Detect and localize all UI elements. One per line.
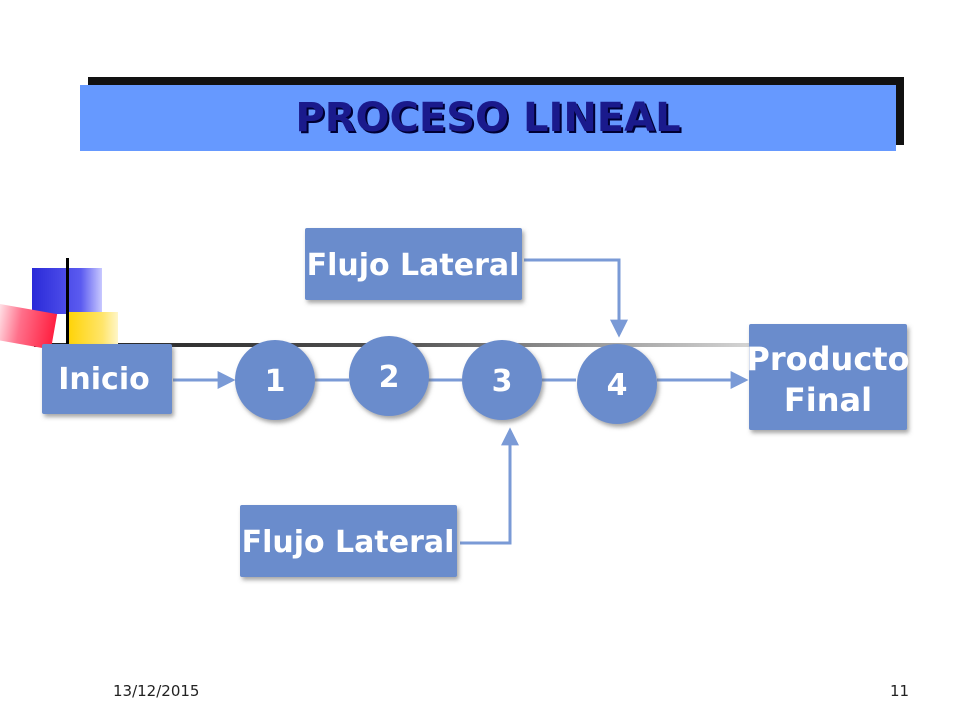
node-step-4-label: 4: [607, 368, 628, 403]
node-lateral-top-label: Flujo Lateral: [307, 248, 520, 283]
node-step-1: 1: [235, 340, 315, 420]
node-step-2: 2: [349, 336, 429, 416]
node-producto-final: Producto Final: [746, 324, 910, 430]
node-producto-line2: Final: [784, 381, 872, 419]
title-banner: PROCESO LINEAL: [80, 85, 896, 151]
node-producto-line1: Producto: [746, 340, 909, 378]
node-inicio-label: Inicio: [58, 362, 149, 397]
connector-lateral-top: [524, 258, 628, 338]
node-lateral-bottom: Flujo Lateral: [240, 505, 457, 577]
node-step-3: 3: [462, 340, 542, 420]
node-step-3-label: 3: [492, 364, 513, 399]
connectors: [173, 258, 749, 545]
node-step-1-label: 1: [265, 364, 286, 399]
node-lateral-bottom-label: Flujo Lateral: [242, 525, 455, 560]
footer-date: 13/12/2015: [113, 682, 200, 700]
page-number: 11: [890, 682, 910, 700]
node-lateral-top: Flujo Lateral: [305, 228, 522, 300]
connector-lateral-bottom: [460, 427, 519, 545]
node-inicio: Inicio: [42, 344, 172, 414]
page-title: PROCESO LINEAL: [295, 95, 681, 141]
node-step-4: 4: [577, 344, 657, 424]
node-step-2-label: 2: [379, 360, 400, 395]
decorative-yellow-square: [66, 312, 118, 348]
decorative-vertical-line: [66, 258, 69, 348]
